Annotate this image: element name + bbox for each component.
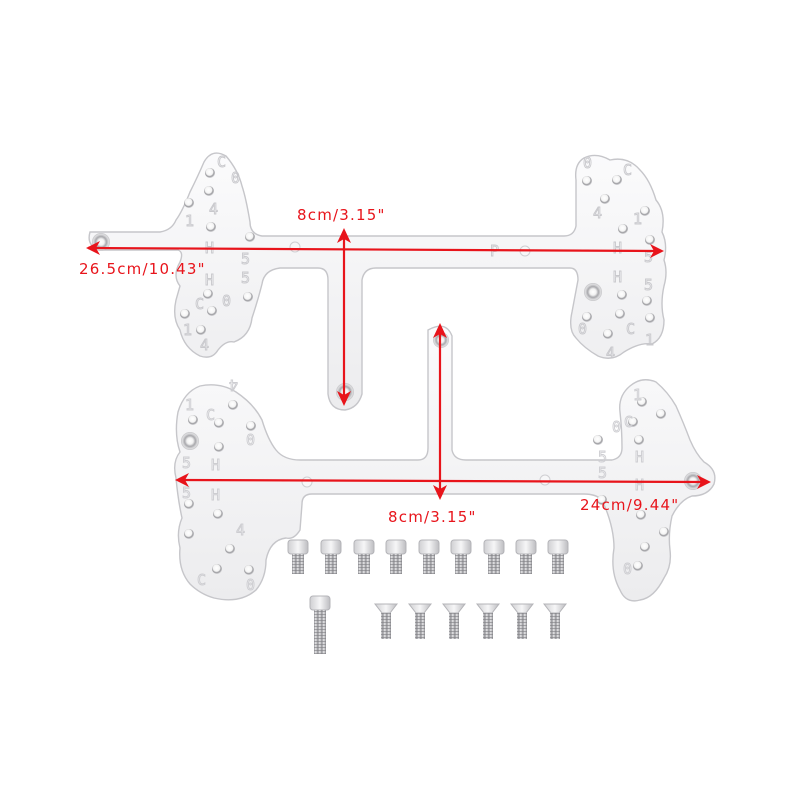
lower-engravings: 4 1 C 0 5 H H 5 4 C 0 1 0 C 5 H H 5 0	[182, 376, 645, 595]
svg-text:H: H	[635, 448, 644, 466]
socket-head-screws	[287, 539, 569, 654]
svg-text:0: 0	[578, 320, 587, 338]
svg-text:H: H	[613, 239, 622, 257]
svg-text:5: 5	[598, 464, 607, 482]
upper-right-holes	[336, 175, 655, 401]
svg-text:1: 1	[645, 331, 654, 349]
upper-length-label: 26.5cm/10.43"	[79, 260, 206, 278]
upper-plate: C0 41 H5 5H 0C 14 P 0C 41 H5 H5 0C 14	[88, 152, 667, 411]
svg-text:5: 5	[241, 250, 250, 268]
arrow-upper-length	[86, 241, 664, 258]
svg-text:4: 4	[606, 344, 615, 362]
svg-text:1: 1	[185, 396, 194, 414]
lower-holes	[181, 332, 702, 575]
svg-text:1: 1	[633, 386, 642, 404]
svg-text:H: H	[613, 268, 622, 286]
svg-text:H: H	[635, 476, 644, 494]
lower-plate: 4 1 C 0 5 H H 5 4 C 0 1 0 C 5 H H 5 0	[173, 325, 716, 602]
svg-text:5: 5	[598, 448, 607, 466]
svg-text:0: 0	[623, 560, 632, 578]
svg-text:0: 0	[222, 292, 231, 310]
upper-left-holes	[92, 168, 301, 335]
arrow-lower-height	[433, 323, 447, 500]
svg-text:C: C	[206, 406, 215, 424]
arrow-lower-length	[175, 473, 711, 489]
svg-text:C: C	[195, 295, 204, 313]
lower-height-label: 8cm/3.15"	[388, 508, 477, 526]
svg-text:0: 0	[246, 576, 255, 594]
svg-text:C: C	[623, 161, 632, 179]
svg-text:H: H	[211, 486, 220, 504]
svg-text:4: 4	[229, 376, 238, 394]
svg-text:4: 4	[236, 521, 245, 539]
svg-text:C: C	[626, 320, 635, 338]
arrow-upper-height	[337, 228, 351, 406]
svg-text:H: H	[211, 456, 220, 474]
svg-text:5: 5	[182, 454, 191, 472]
svg-text:H: H	[205, 271, 214, 289]
svg-text:C: C	[217, 153, 226, 171]
svg-text:5: 5	[644, 248, 653, 266]
dimension-arrows	[86, 228, 711, 500]
svg-text:5: 5	[182, 484, 191, 502]
upper-height-label: 8cm/3.15"	[297, 206, 386, 224]
svg-text:0: 0	[246, 431, 255, 449]
svg-text:1: 1	[185, 212, 194, 230]
svg-text:1: 1	[183, 321, 192, 339]
svg-text:4: 4	[200, 336, 209, 354]
lower-length-label: 24cm/9.44"	[580, 496, 680, 514]
svg-text:5: 5	[644, 276, 653, 294]
svg-text:C: C	[197, 571, 206, 589]
countersunk-screws	[373, 603, 568, 639]
svg-text:0: 0	[612, 418, 621, 436]
svg-text:0: 0	[231, 169, 240, 187]
svg-text:4: 4	[209, 200, 218, 218]
svg-text:C: C	[624, 413, 633, 431]
svg-text:1: 1	[633, 210, 642, 228]
svg-text:4: 4	[593, 204, 602, 222]
svg-text:5: 5	[241, 269, 250, 287]
svg-text:0: 0	[583, 154, 592, 172]
